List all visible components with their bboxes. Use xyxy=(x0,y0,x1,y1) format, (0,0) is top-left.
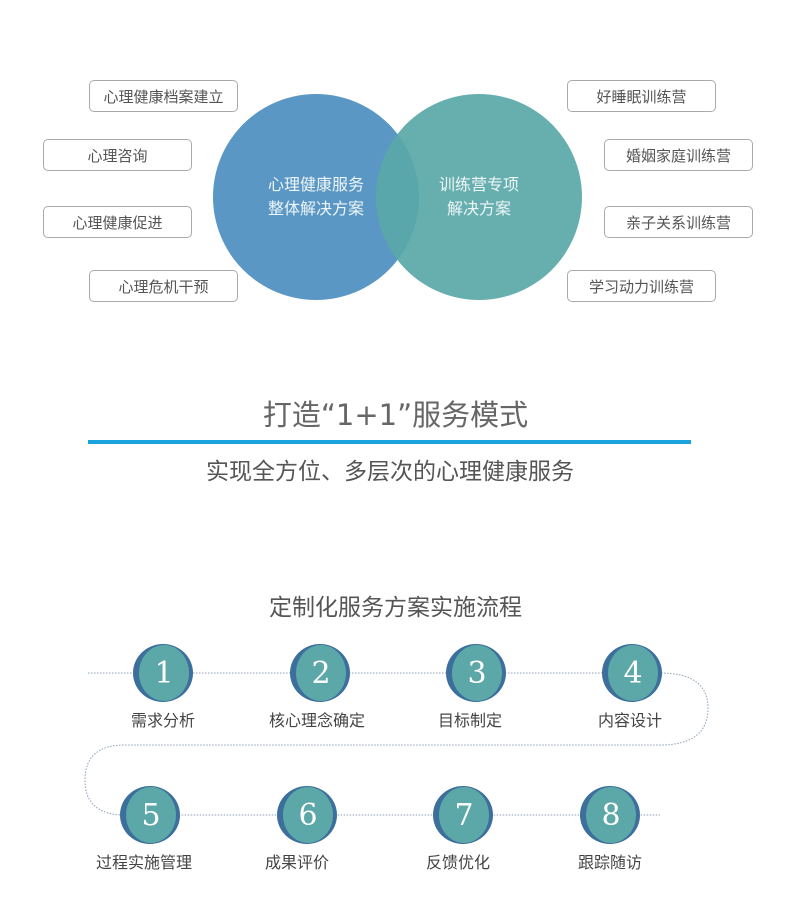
step-7: 7 xyxy=(433,786,493,844)
model-title: 打造“1+1”服务模式 xyxy=(262,398,529,432)
model-divider xyxy=(88,440,691,444)
step-1: 1 xyxy=(133,644,193,702)
tag-parent: 亲子关系训练营 xyxy=(604,206,753,238)
venn-left-line1: 心理健康服务 xyxy=(267,175,364,194)
tag-study: 学习动力训练营 xyxy=(567,270,716,302)
venn-right-line2: 解决方案 xyxy=(446,199,511,218)
step-2-label: 核心理念确定 xyxy=(268,711,365,730)
step-8-label: 跟踪随访 xyxy=(577,853,642,872)
venn-right-line1: 训练营专项 xyxy=(438,175,519,194)
tag-marriage: 婚姻家庭训练营 xyxy=(604,139,753,171)
step-8: 8 xyxy=(580,786,640,844)
step-6: 6 xyxy=(277,786,337,844)
process-title: 定制化服务方案实施流程 xyxy=(269,595,522,621)
venn-left-line2: 整体解决方案 xyxy=(267,199,364,218)
tag-counseling: 心理咨询 xyxy=(43,139,192,171)
step-4: 4 xyxy=(602,644,662,702)
model-subtitle: 实现全方位、多层次的心理健康服务 xyxy=(206,459,574,485)
tag-archive: 心理健康档案建立 xyxy=(89,80,238,112)
step-3-label: 目标制定 xyxy=(437,711,502,730)
step-5-label: 过程实施管理 xyxy=(95,853,192,872)
tag-sleep: 好睡眠训练营 xyxy=(567,80,716,112)
step-4-label: 内容设计 xyxy=(597,711,662,730)
step-5: 5 xyxy=(120,786,180,844)
step-1-label: 需求分析 xyxy=(130,711,195,730)
step-7-label: 反馈优化 xyxy=(425,853,490,872)
venn-right-circle: 训练营专项 解决方案 xyxy=(376,94,582,300)
tag-crisis: 心理危机干预 xyxy=(89,270,238,302)
step-2: 2 xyxy=(290,644,350,702)
tag-promotion: 心理健康促进 xyxy=(43,206,192,238)
step-6-label: 成果评价 xyxy=(264,853,329,872)
step-3: 3 xyxy=(446,644,506,702)
